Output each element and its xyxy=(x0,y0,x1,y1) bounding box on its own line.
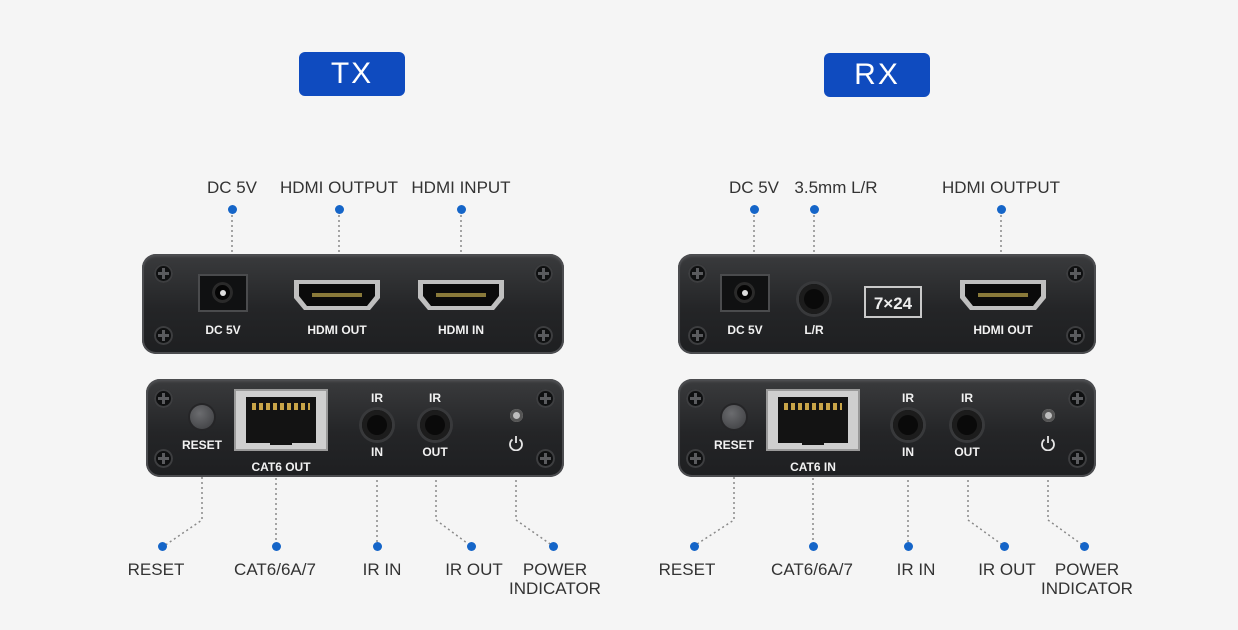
rx-callout-indicator: INDICATOR xyxy=(1041,579,1133,598)
rx-dot-ir-out xyxy=(1000,542,1009,551)
screw-icon xyxy=(154,264,173,283)
rx-callout-audio: 3.5mm L/R xyxy=(794,178,878,197)
power-icon xyxy=(1041,436,1055,451)
tx-callout-cat: CAT6/6A/7 xyxy=(234,560,316,579)
rx-front-label-dc: DC 5V xyxy=(727,323,763,337)
led-icon xyxy=(1042,409,1055,422)
tx-callout-hdmi-input: HDMI INPUT xyxy=(411,178,511,197)
rx-dot-ir-in xyxy=(904,542,913,551)
rx-rear-label-ir-top-2: IR xyxy=(961,391,973,405)
reset-button-icon xyxy=(190,405,214,429)
rx-dot-hdmi-output xyxy=(997,205,1006,214)
rx-dot-audio xyxy=(810,205,819,214)
rx-dot-reset xyxy=(690,542,699,551)
rx-dot-power xyxy=(1080,542,1089,551)
tx-rear-label-cat6: CAT6 OUT xyxy=(251,460,311,474)
tx-rear-panel: RESET CAT6 OUT IR IN IR OUT xyxy=(146,379,564,477)
dc-jack-icon xyxy=(720,274,770,312)
tx-dot-hdmi-input xyxy=(457,205,466,214)
hdmi-port-icon xyxy=(960,280,1046,310)
tx-front-label-hdmi-in: HDMI IN xyxy=(438,323,484,337)
rx-rear-label-reset: RESET xyxy=(713,438,754,452)
rx-rear-label-ir-top-1: IR xyxy=(902,391,914,405)
rx-callout-ir-in: IR IN xyxy=(896,560,936,579)
rx-callout-dc: DC 5V xyxy=(728,178,780,197)
screw-icon xyxy=(154,389,173,408)
audio-jack-icon xyxy=(799,284,829,314)
rx-callout-cat: CAT6/6A/7 xyxy=(771,560,853,579)
screw-icon xyxy=(154,326,173,345)
tx-callout-ir-in: IR IN xyxy=(362,560,402,579)
rx-callout-reset: RESET xyxy=(658,560,716,579)
power-icon xyxy=(509,436,523,451)
rx-rear-label-cat6: CAT6 IN xyxy=(790,460,836,474)
screw-icon xyxy=(686,449,705,468)
tx-callout-dc: DC 5V xyxy=(206,178,258,197)
tx-rear-label-ir-top-1: IR xyxy=(371,391,383,405)
tx-rear-label-ir-bottom-1: IN xyxy=(371,445,383,459)
tx-dot-ir-in xyxy=(373,542,382,551)
screw-icon xyxy=(536,389,555,408)
tx-front-label-hdmi-out: HDMI OUT xyxy=(307,323,367,337)
reset-button-icon xyxy=(722,405,746,429)
tx-callout-reset: RESET xyxy=(127,560,185,579)
hdmi-port-icon xyxy=(418,280,504,310)
rx-front-label-audio: L/R xyxy=(804,323,824,337)
tx-dot-dc xyxy=(228,205,237,214)
tx-callout-hdmi-output: HDMI OUTPUT xyxy=(279,178,399,197)
screw-icon xyxy=(688,264,707,283)
screw-icon xyxy=(1066,264,1085,283)
tx-badge: TX xyxy=(299,52,405,96)
tx-dot-power xyxy=(549,542,558,551)
rx-rear-panel: RESET CAT6 IN IR IN IR OUT xyxy=(678,379,1096,477)
tx-dot-ir-out xyxy=(467,542,476,551)
audio-jack-icon xyxy=(362,410,392,440)
rx-dot-dc xyxy=(750,205,759,214)
screw-icon xyxy=(536,449,555,468)
rx-front-panel: DC 5V L/R 7×24 HDMI OUT xyxy=(678,254,1096,354)
tx-dot-hdmi-output xyxy=(335,205,344,214)
rx-7x24-marking: 7×24 xyxy=(864,286,922,318)
tx-front-label-dc: DC 5V xyxy=(205,323,241,337)
rx-rear-label-ir-bottom-2: OUT xyxy=(954,445,980,459)
screw-icon xyxy=(1068,449,1087,468)
audio-jack-icon xyxy=(952,410,982,440)
dc-jack-icon xyxy=(198,274,248,312)
tx-callout-indicator: INDICATOR xyxy=(509,579,601,598)
tx-callout-ir-out: IR OUT xyxy=(445,560,503,579)
rj45-port-icon xyxy=(766,389,860,451)
screw-icon xyxy=(154,449,173,468)
rx-callout-hdmi-output: HDMI OUTPUT xyxy=(941,178,1061,197)
rx-callout-power: POWER xyxy=(1054,560,1120,579)
screw-icon xyxy=(688,326,707,345)
led-icon xyxy=(510,409,523,422)
tx-rear-label-ir-top-2: IR xyxy=(429,391,441,405)
rx-badge: RX xyxy=(824,53,930,97)
tx-dot-cat xyxy=(272,542,281,551)
tx-rear-label-reset: RESET xyxy=(181,438,222,452)
screw-icon xyxy=(1068,389,1087,408)
rx-callout-ir-out: IR OUT xyxy=(978,560,1036,579)
screw-icon xyxy=(534,264,553,283)
screw-icon xyxy=(1066,326,1085,345)
tx-dot-reset xyxy=(158,542,167,551)
rx-dot-cat xyxy=(809,542,818,551)
screw-icon xyxy=(686,389,705,408)
rj45-port-icon xyxy=(234,389,328,451)
tx-front-panel: DC 5V HDMI OUT HDMI IN xyxy=(142,254,564,354)
rx-front-label-hdmi-out: HDMI OUT xyxy=(973,323,1033,337)
audio-jack-icon xyxy=(420,410,450,440)
hdmi-port-icon xyxy=(294,280,380,310)
tx-rear-label-ir-bottom-2: OUT xyxy=(422,445,448,459)
tx-callout-power: POWER xyxy=(522,560,588,579)
audio-jack-icon xyxy=(893,410,923,440)
screw-icon xyxy=(534,326,553,345)
rx-rear-label-ir-bottom-1: IN xyxy=(902,445,914,459)
